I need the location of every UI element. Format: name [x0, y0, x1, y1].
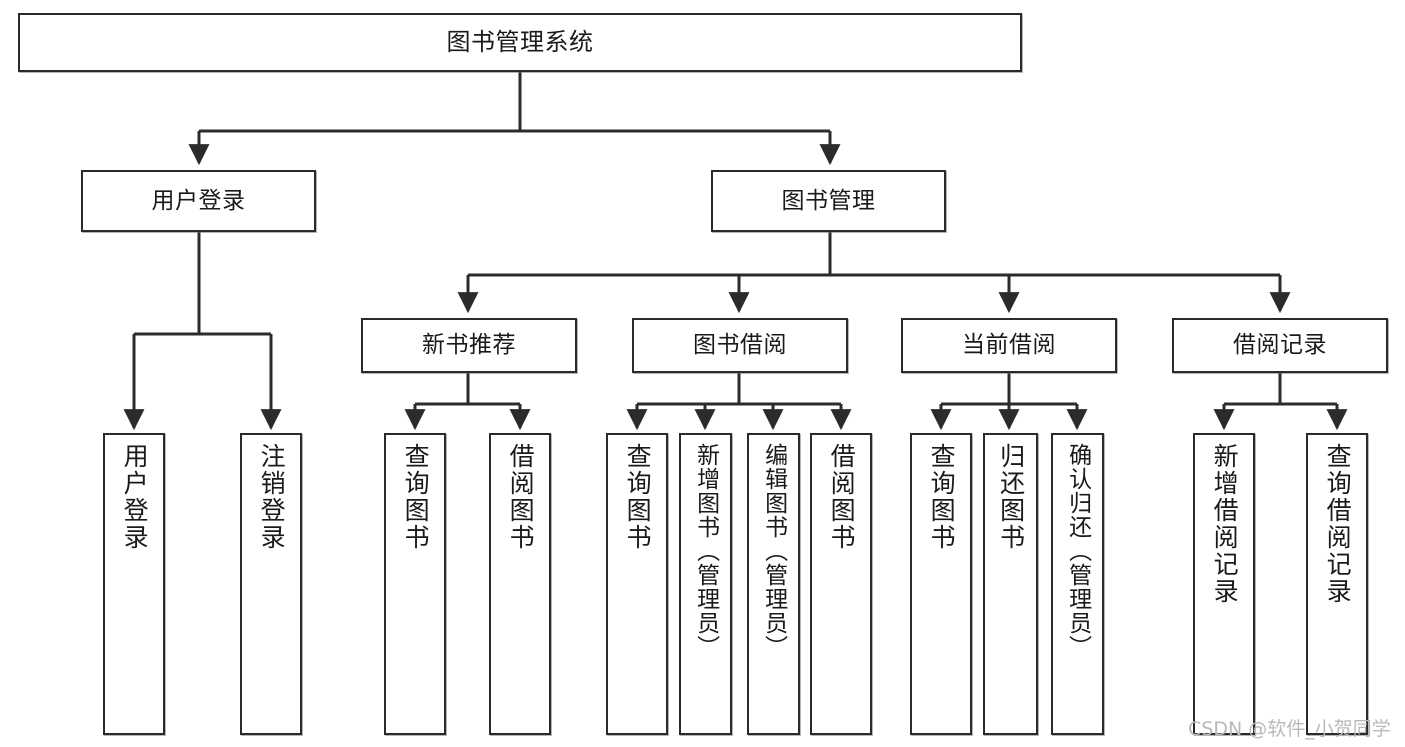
node-new-book-recommend-label: 新书推荐: [422, 332, 516, 359]
node-book-manage-label: 图书管理: [781, 187, 876, 214]
node-new-book-recommend[interactable]: 新书推荐: [361, 318, 577, 373]
node-current-borrow-label: 当前借阅: [962, 332, 1056, 359]
node-book-borrow-label: 图书借阅: [693, 332, 787, 359]
node-leaf-borrow-book-2[interactable]: 借阅图书: [810, 433, 872, 735]
node-leaf-query-book-2[interactable]: 查询图书: [606, 433, 668, 735]
node-leaf-add-record[interactable]: 新增借阅记录: [1193, 433, 1255, 735]
node-leaf-query-book-3[interactable]: 查询图书: [910, 433, 972, 735]
node-book-manage[interactable]: 图书管理: [711, 170, 946, 232]
node-leaf-add-record-label: 新增借阅记录: [1210, 443, 1240, 605]
node-leaf-borrow-book-2-label: 借阅图书: [827, 443, 857, 551]
node-root[interactable]: 图书管理系统: [18, 13, 1022, 72]
node-borrow-record[interactable]: 借阅记录: [1172, 318, 1388, 373]
node-leaf-query-book-2-label: 查询图书: [623, 443, 653, 551]
node-leaf-add-book[interactable]: 新增图书（管理员）: [679, 433, 732, 735]
node-leaf-query-record[interactable]: 查询借阅记录: [1306, 433, 1368, 735]
node-leaf-edit-book-label: 编辑图书（管理员）: [760, 443, 787, 659]
node-user-login-label: 用户登录: [151, 187, 246, 214]
node-leaf-user-logout[interactable]: 注销登录: [240, 433, 302, 735]
node-leaf-edit-book[interactable]: 编辑图书（管理员）: [747, 433, 800, 735]
node-leaf-confirm-return-label: 确认归还（管理员）: [1064, 443, 1091, 659]
node-leaf-user-logout-label: 注销登录: [257, 443, 287, 551]
node-book-borrow[interactable]: 图书借阅: [632, 318, 848, 373]
watermark: CSDN @软件_小贺同学: [1188, 718, 1391, 740]
node-leaf-query-book-1[interactable]: 查询图书: [384, 433, 446, 735]
node-user-login[interactable]: 用户登录: [81, 170, 316, 232]
node-borrow-record-label: 借阅记录: [1233, 332, 1327, 359]
node-leaf-confirm-return[interactable]: 确认归还（管理员）: [1051, 433, 1104, 735]
node-leaf-return-book[interactable]: 归还图书: [983, 433, 1038, 735]
node-leaf-query-book-3-label: 查询图书: [927, 443, 957, 551]
node-root-label: 图书管理系统: [446, 27, 594, 56]
node-current-borrow[interactable]: 当前借阅: [901, 318, 1117, 373]
node-leaf-query-record-label: 查询借阅记录: [1323, 443, 1353, 605]
node-leaf-user-login[interactable]: 用户登录: [103, 433, 165, 735]
node-leaf-borrow-book-1-label: 借阅图书: [506, 443, 536, 551]
node-leaf-user-login-label: 用户登录: [120, 443, 150, 551]
node-leaf-query-book-1-label: 查询图书: [401, 443, 431, 551]
node-leaf-borrow-book-1[interactable]: 借阅图书: [489, 433, 551, 735]
node-leaf-add-book-label: 新增图书（管理员）: [692, 443, 719, 659]
node-leaf-return-book-label: 归还图书: [996, 443, 1026, 551]
